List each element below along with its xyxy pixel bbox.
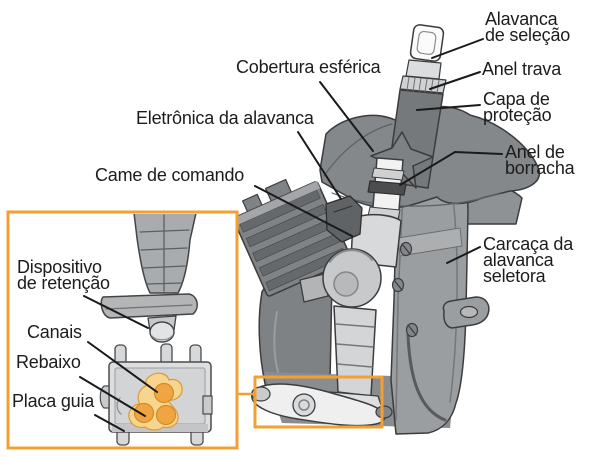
lever-upper-segment: [405, 59, 442, 80]
arm-nut: [292, 393, 316, 417]
housing-screw: [391, 277, 405, 293]
leader-cobertura-esferica: [319, 81, 374, 152]
highlight-rect: [253, 375, 384, 429]
main-assembly: [232, 24, 541, 435]
leader-lines: [79, 38, 503, 432]
leader-rebaixo: [79, 376, 146, 417]
label-came-de-comando: Came de comando: [95, 165, 245, 185]
label-anel-de-borracha: Anel de borracha: [505, 142, 575, 178]
selector-housing: [390, 149, 490, 435]
housing-ridge: [397, 227, 463, 257]
leader-canais: [87, 341, 158, 393]
channels-blob: [128, 372, 183, 431]
rubber-ring: [367, 180, 407, 196]
label-placa-guia: Placa guia: [12, 391, 95, 411]
label-canais: Canais: [27, 322, 82, 342]
selector-knob: [409, 24, 445, 62]
leader-placa-guia: [94, 414, 125, 432]
channel-circle: [133, 402, 155, 424]
leader-anel-trava: [429, 71, 481, 90]
lever-boss: [299, 248, 382, 308]
label-capa-de-protecao: Capa de proteção: [483, 89, 552, 125]
housing-screw: [399, 241, 413, 257]
label-anel-trava: Anel trava: [482, 59, 562, 79]
label-cobertura-esferica: Cobertura esférica: [236, 57, 381, 77]
leader-eletronica-da-alavanca: [297, 131, 342, 200]
housing-mount-tab: [442, 296, 490, 329]
label-eletronica-da-alavanca: Eletrônica da alavanca: [136, 108, 314, 128]
arm-end-boss: [375, 405, 393, 419]
leader-alavanca-de-selecao: [431, 38, 484, 59]
channel-circle: [155, 404, 177, 426]
leader-capa-de-protecao: [416, 104, 481, 111]
command-cam: [325, 195, 363, 243]
leader-dispositivo-de-retencao: [83, 295, 149, 329]
leader-anel-de-borracha: [399, 150, 503, 186]
detent-device: [149, 321, 175, 343]
leader-carcaca: [446, 246, 481, 264]
label-carcaca-da-alavanca-seletora: Carcaça da alavanca seletora: [483, 234, 574, 286]
detent-arm: [251, 383, 393, 427]
label-rebaixo: Rebaixo: [16, 352, 81, 372]
channel-circle: [153, 382, 175, 404]
label-dispositivo-de-retencao: Dispositivo de retenção: [17, 257, 110, 293]
leader-came-de-comando: [254, 185, 353, 237]
housing-screw: [405, 322, 419, 338]
lock-ring: [399, 75, 447, 94]
label-alavanca-de-selecao: Alavanca de seleção: [485, 9, 571, 45]
